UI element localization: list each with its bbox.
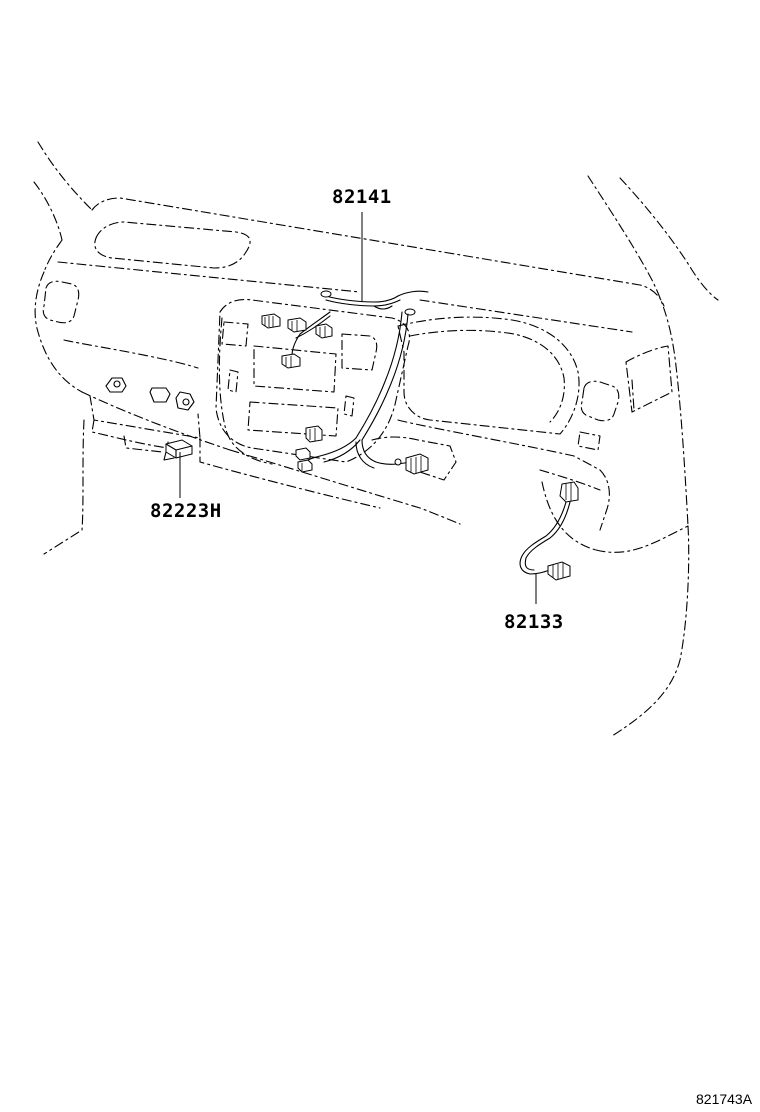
part-label-82133: 82133 [504, 611, 564, 633]
leader-lines [179, 212, 537, 604]
wire-harness-82141 [261, 290, 429, 475]
figure-code: 821743A [696, 1091, 753, 1107]
instrument-panel-outline [33, 141, 719, 737]
connector-82223h [163, 439, 193, 461]
glovebox-brackets [105, 377, 195, 411]
wire-82133 [519, 481, 579, 581]
part-label-82141: 82141 [332, 186, 392, 208]
connector-group [261, 313, 429, 475]
part-label-82223h: 82223H [150, 500, 222, 522]
